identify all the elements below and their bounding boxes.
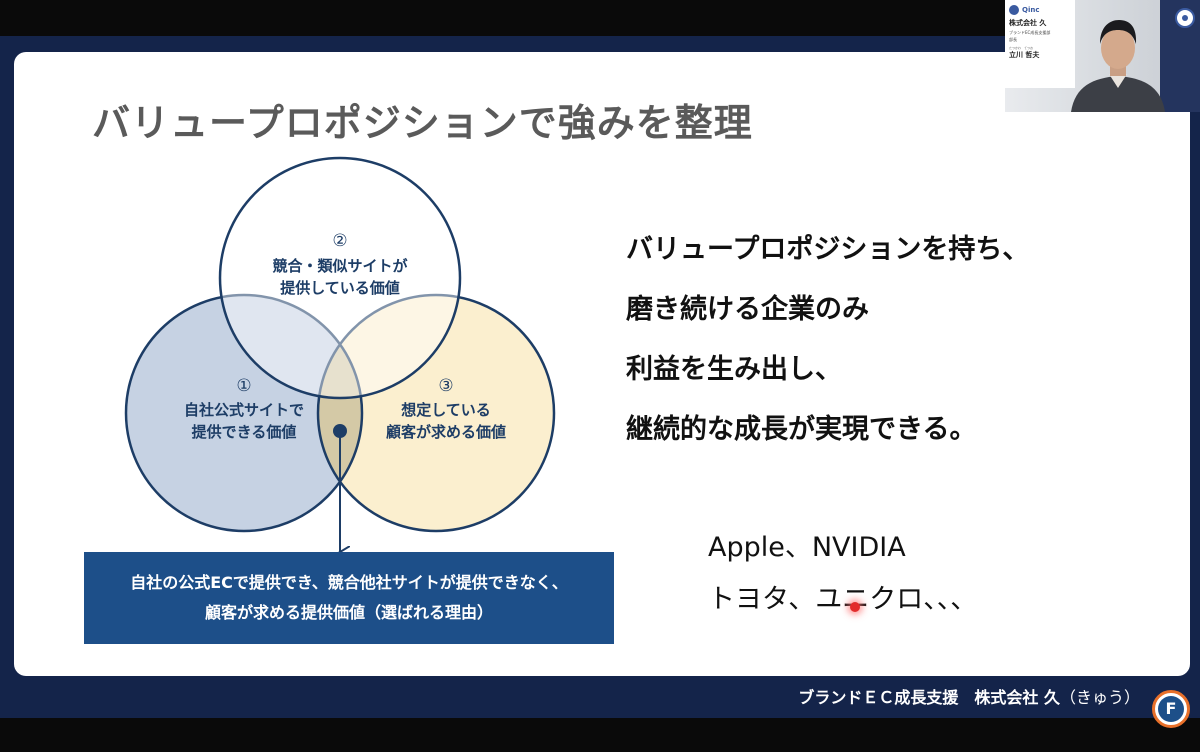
slide-title: バリュープロポジションで強みを整理	[92, 101, 753, 145]
presenter-silhouette-icon	[1071, 20, 1165, 112]
bottom-letterbox-bar	[0, 718, 1200, 752]
venn-right-line-2: 顧客が求める価値	[386, 423, 506, 441]
venn-right-line-1: 想定している	[400, 401, 491, 419]
f-logo-icon[interactable]: F	[1152, 690, 1190, 728]
name-card-reading: たつかわ てつお	[1009, 46, 1033, 50]
laser-pointer	[850, 602, 860, 612]
venn-circle-right	[316, 293, 556, 533]
statement-line-4: 継続的な成長が実現できる。	[626, 414, 977, 445]
slide-footer: ブランドＥＣ成長支援 株式会社 久（きゅう）	[798, 684, 1140, 708]
examples-line-1: Apple、NVIDIA	[708, 532, 906, 563]
venn-left-line-1: 自社公式サイトで	[184, 401, 304, 419]
footer-reading: （きゅう）	[1059, 688, 1140, 707]
presenter-name-card: Qinc 株式会社 久 ブランドEC成長支援部 部長 たつかわ てつお 立川 哲…	[1005, 0, 1075, 88]
name-card-brand-text: Qinc	[1022, 6, 1040, 14]
name-card-department: ブランドEC成長支援部	[1009, 30, 1051, 35]
presenter-webcam: Qinc 株式会社 久 ブランドEC成長支援部 部長 たつかわ てつお 立川 哲…	[1005, 0, 1200, 112]
slide: バリュープロポジションで強みを整理 ② 競合・類似サイトが 提供している価値 ①…	[14, 52, 1190, 676]
name-card-role: 部長	[1009, 37, 1017, 42]
venn-right-number: ③	[438, 376, 453, 396]
statement-line-2: 磨き続ける企業のみ	[626, 294, 869, 325]
venn-top-line-2: 提供している価値	[280, 279, 400, 297]
venn-circle-top	[218, 156, 462, 400]
statement-line-1: バリュープロポジションを持ち、	[626, 234, 1030, 265]
key-statement: バリュープロポジションを持ち、 磨き続ける企業のみ 利益を生み出し、 継続的な成…	[626, 220, 1166, 460]
venn-circle-left-fill	[126, 295, 362, 531]
venn-circle-right-fill	[318, 295, 554, 531]
statement-line-3: 利益を生み出し、	[626, 354, 842, 385]
venn-left-line-2: 提供できる価値	[192, 423, 297, 441]
callout-line-1: 自社の公式ECで提供でき、競合他社サイトが提供できなく、	[130, 573, 568, 592]
venn-top-line-1: 競合・類似サイトが	[272, 257, 408, 275]
examples-line-2: トヨタ、ユニクロ、、、	[708, 584, 978, 615]
footer-text: ブランドＥＣ成長支援 株式会社 久	[798, 688, 1060, 707]
company-examples: Apple、NVIDIA トヨタ、ユニクロ、、、	[708, 522, 1128, 626]
callout-line-2: 顧客が求める提供価値（選ばれる理由）	[204, 603, 493, 622]
company-logo-icon	[1175, 8, 1195, 28]
qinc-logo-icon	[1009, 5, 1019, 15]
name-card-company: 株式会社 久	[1009, 19, 1047, 27]
venn-top-number: ②	[332, 231, 347, 251]
venn-circle-left	[124, 293, 364, 533]
f-logo-letter: F	[1158, 696, 1184, 722]
slide-frame: バリュープロポジションで強みを整理 ② 競合・類似サイトが 提供している価値 ①…	[0, 36, 1200, 718]
venn-diagram: ② 競合・類似サイトが 提供している価値 ① 自社公式サイトで 提供できる価値 …	[124, 156, 556, 552]
name-card-brand: Qinc	[1009, 5, 1071, 15]
top-letterbox-bar	[0, 0, 1200, 36]
venn-left-number: ①	[236, 376, 251, 396]
value-proposition-callout: 自社の公式ECで提供でき、競合他社サイトが提供できなく、 顧客が求める提供価値（…	[84, 552, 614, 644]
name-card-name: 立川 哲夫	[1009, 51, 1040, 59]
